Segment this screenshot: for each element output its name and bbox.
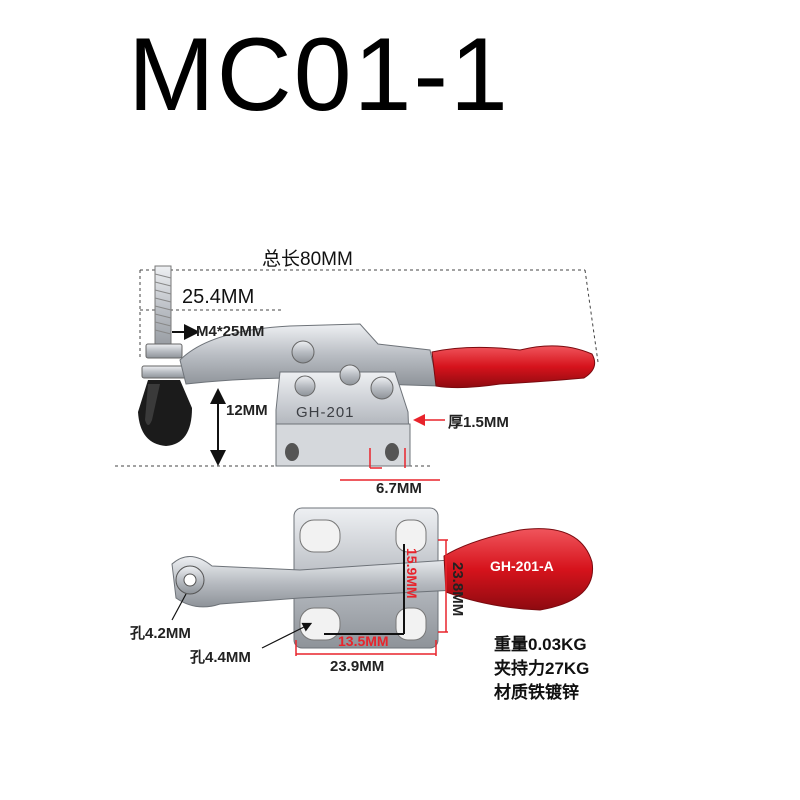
base-width-label: 23.9MM <box>330 658 385 675</box>
inner-width-label: 13.5MM <box>338 633 389 649</box>
base-hole-label: 孔4.4MM <box>190 649 251 666</box>
total-length-frame <box>115 269 599 467</box>
slot-width-dim <box>340 448 440 481</box>
height-label: 12MM <box>226 402 268 419</box>
inner-height-label: 15.9MM <box>404 548 420 599</box>
material-spec: 材质铁镀锌 <box>494 683 579 702</box>
model-stamp: GH-201 <box>296 404 355 421</box>
handle-label: GH-201-A <box>490 558 554 574</box>
thickness-label: 厚1.5MM <box>448 414 509 431</box>
bolt-offset-label: 25.4MM <box>182 286 255 308</box>
total-length-label: 总长80MM <box>262 249 353 270</box>
bolt-size-label: M4*25MM <box>196 323 265 340</box>
holding-force-spec: 夹持力27KG <box>494 659 590 678</box>
red-handle-top <box>431 345 596 389</box>
arm-hole-label: 孔4.2MM <box>130 625 191 642</box>
clamp-bolt <box>141 265 187 379</box>
weight-spec: 重量0.03KG <box>494 635 587 654</box>
red-handle-bottom <box>443 528 594 611</box>
product-title: MC01-1 <box>128 17 510 133</box>
slot-width-label: 6.7MM <box>376 480 422 497</box>
base-height-label: 23.8MM <box>449 562 466 617</box>
